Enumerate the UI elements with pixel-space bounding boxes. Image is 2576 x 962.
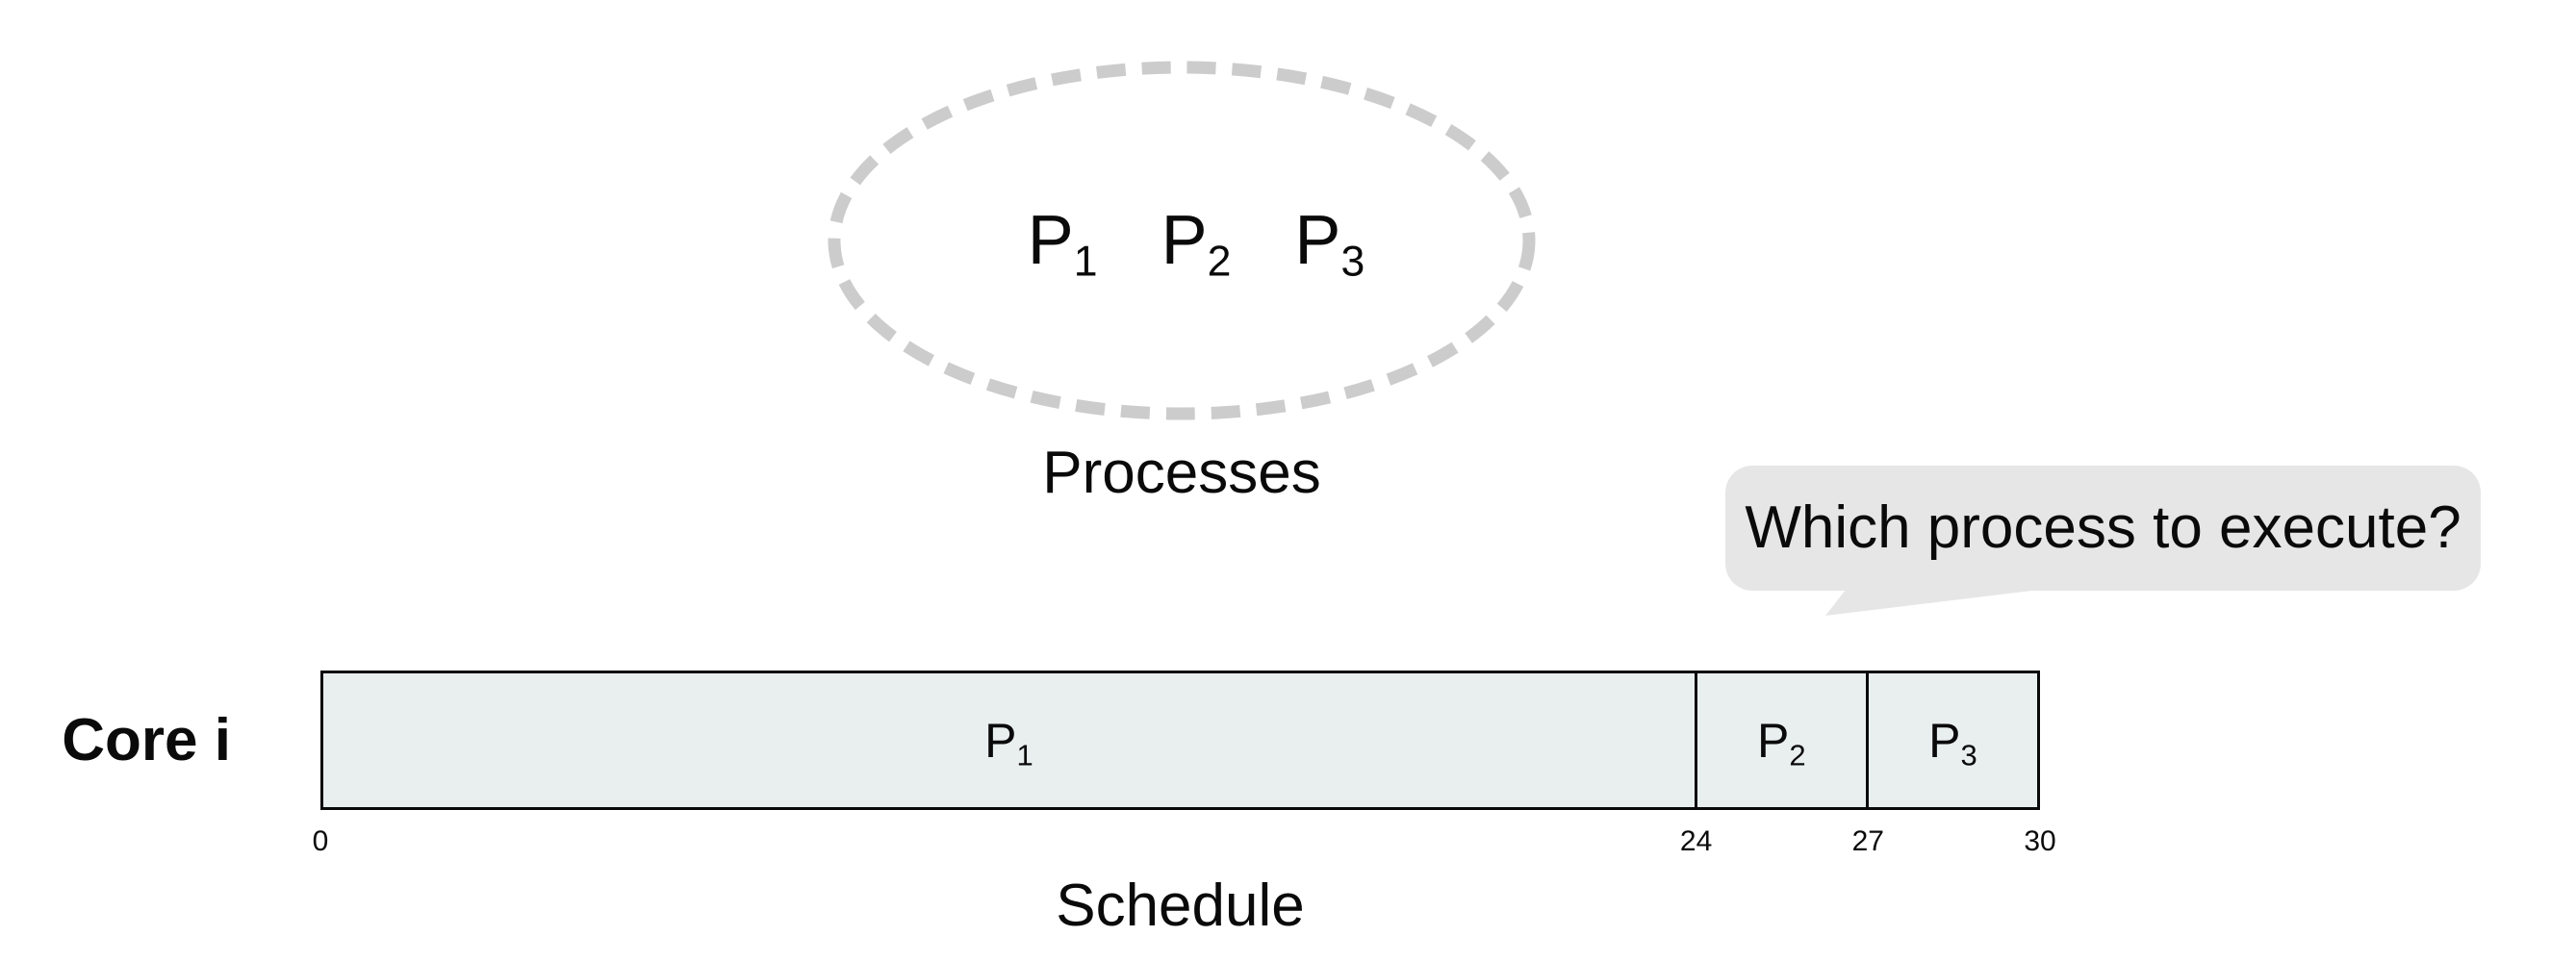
processes-group: P1 P2 P3	[828, 61, 1536, 420]
speech-bubble-tail	[1825, 590, 2040, 616]
process-base: P	[1160, 202, 1208, 279]
dashed-ellipse-outline	[828, 61, 1536, 420]
core-label: Core i	[62, 706, 231, 773]
process-subscript: 1	[1073, 238, 1098, 286]
process-label-p2: P2	[1161, 206, 1232, 283]
process-list: P1 P2 P3	[828, 61, 1536, 420]
process-base: P	[1027, 202, 1074, 279]
schedule-segment-p2: P2	[1694, 673, 1866, 807]
process-label-p1: P1	[1028, 206, 1098, 283]
speech-bubble: Which process to execute?	[1725, 466, 2481, 591]
timeline-ticks: 0 24 27 30	[313, 822, 2056, 860]
tick-label-0: 0	[312, 825, 329, 857]
process-subscript: 2	[1207, 238, 1232, 286]
process-subscript: 3	[1340, 238, 1365, 286]
speech-bubble-tail-shape	[1825, 590, 2040, 616]
segment-subscript: 3	[1960, 738, 1977, 772]
segment-base: P	[1928, 713, 1961, 768]
processes-caption: Processes	[1042, 440, 1321, 506]
schedule-segment-p3: P3	[1865, 673, 2037, 807]
process-label-p3: P3	[1294, 206, 1365, 283]
tick-label-24: 24	[1679, 825, 1713, 857]
segment-subscript: 1	[1016, 738, 1033, 772]
segment-base: P	[1757, 713, 1790, 768]
segment-label: P1	[984, 713, 1033, 771]
tick-label-27: 27	[1851, 825, 1884, 857]
schedule-caption: Schedule	[1056, 873, 1305, 939]
schedule-segment-p1: P1	[323, 673, 1695, 807]
process-base: P	[1294, 202, 1341, 279]
speech-bubble-text: Which process to execute?	[1745, 494, 2461, 561]
schedule-bar: P1 P2 P3	[320, 671, 2040, 810]
segment-subscript: 2	[1789, 738, 1806, 772]
tick-label-30: 30	[2024, 825, 2056, 857]
segment-label: P2	[1757, 713, 1806, 771]
segment-base: P	[984, 713, 1017, 768]
segment-label: P3	[1928, 713, 1977, 771]
